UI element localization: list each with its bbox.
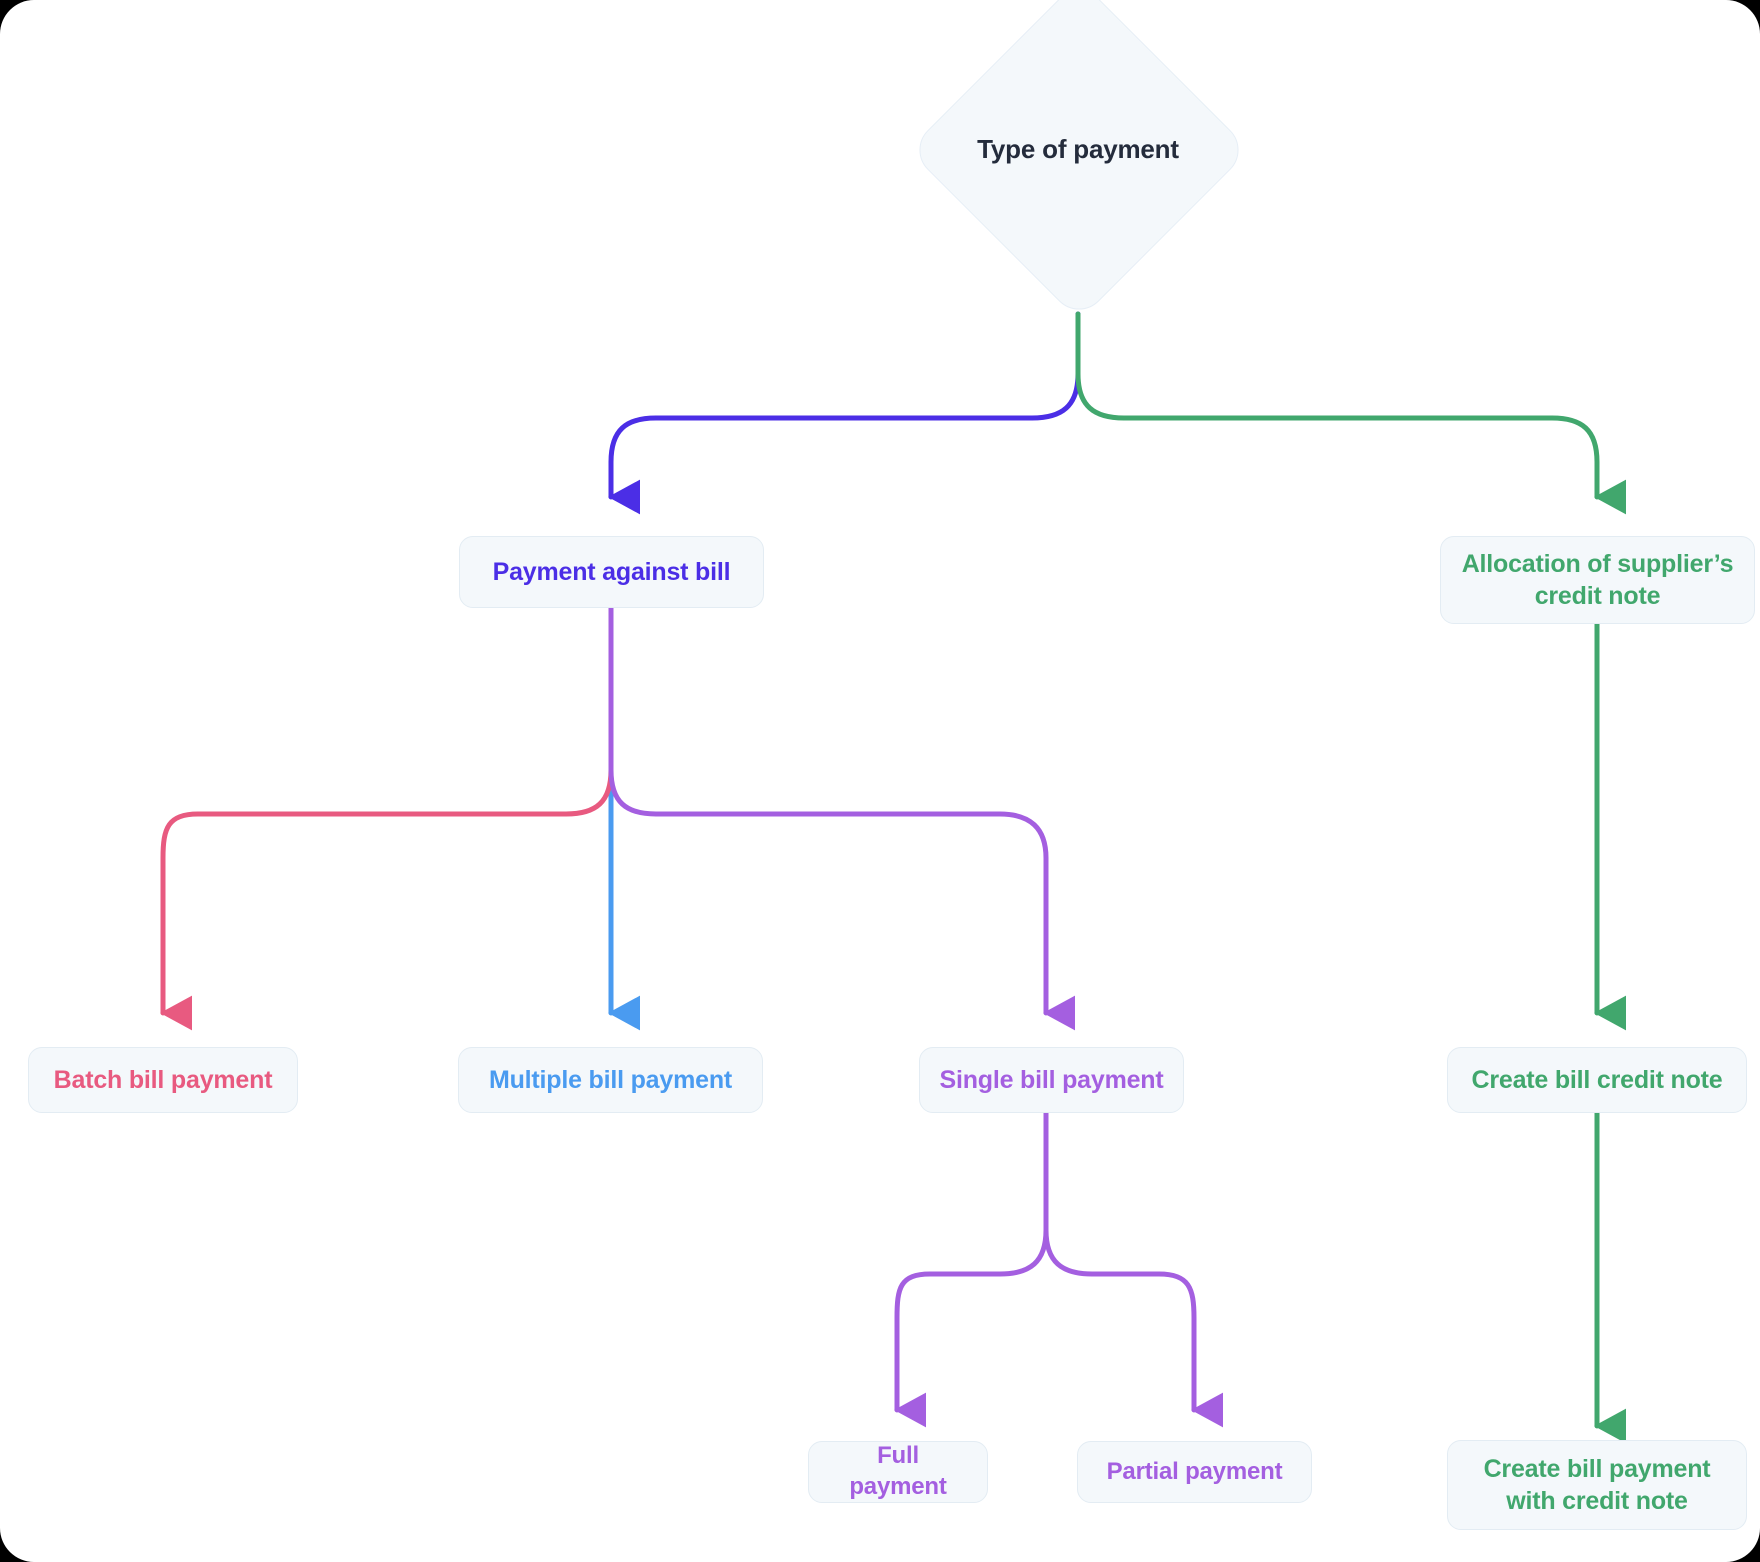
node-label: Full payment: [849, 1442, 947, 1500]
node-label: Type of payment: [977, 133, 1179, 164]
node-label: Create bill credit note: [1471, 1066, 1723, 1094]
node-label: Allocation of supplier’s credit note: [1461, 550, 1734, 610]
node-allocation-credit-note[interactable]: Allocation of supplier’s credit note: [1440, 536, 1755, 624]
edge-root-to-payment-against-bill: [608, 311, 1081, 515]
node-label: Payment against bill: [492, 558, 731, 586]
node-label: Single bill payment: [939, 1066, 1164, 1094]
edge-payment-against-bill-to-batch-bill-payment: [160, 605, 614, 1031]
node-multiple-bill-payment[interactable]: Multiple bill payment: [458, 1047, 763, 1113]
node-label: Multiple bill payment: [488, 1066, 733, 1094]
node-create-bill-credit-note[interactable]: Create bill credit note: [1447, 1047, 1747, 1113]
node-partial-payment[interactable]: Partial payment: [1077, 1441, 1312, 1503]
node-payment-against-bill[interactable]: Payment against bill: [459, 536, 764, 608]
node-create-bill-payment-with-credit-note[interactable]: Create bill payment with credit note: [1447, 1440, 1747, 1530]
node-single-bill-payment[interactable]: Single bill payment: [919, 1047, 1184, 1113]
node-label: Partial payment: [1106, 1457, 1283, 1485]
edge-payment-against-bill-to-single-bill-payment: [608, 605, 1076, 1031]
node-type-of-payment[interactable]: Type of payment: [907, 0, 1251, 322]
node-label: Create bill payment with credit note: [1483, 1455, 1711, 1515]
node-label: Batch bill payment: [53, 1066, 273, 1094]
edge-single-bill-payment-to-full-payment: [894, 1101, 1049, 1428]
edge-single-bill-payment-to-partial-payment: [1043, 1101, 1224, 1428]
node-full-payment[interactable]: Full payment: [808, 1441, 988, 1503]
edge-root-to-allocation-credit-note: [1075, 311, 1627, 515]
node-batch-bill-payment[interactable]: Batch bill payment: [28, 1047, 298, 1113]
